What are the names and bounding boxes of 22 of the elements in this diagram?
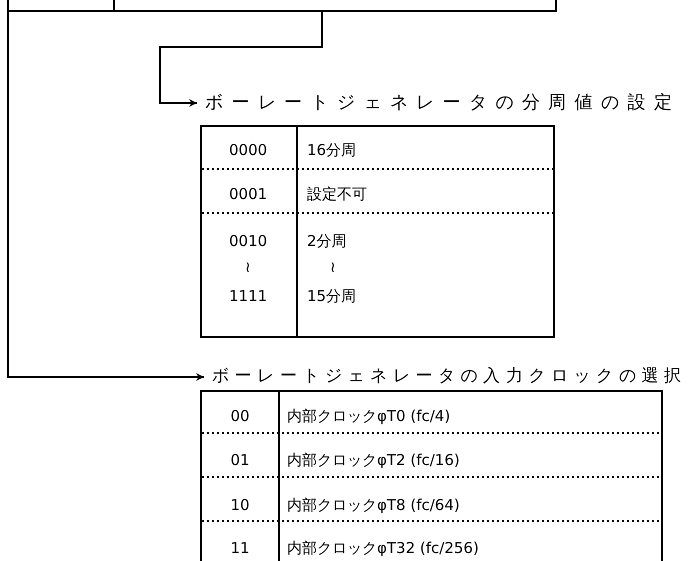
table-cell-text: 0000 [229, 140, 268, 160]
table-cell-text: 11 [230, 538, 250, 558]
table-cell-text: 設定不可 [307, 184, 367, 204]
table-cell-text: 01 [230, 450, 250, 470]
table-cell-text: 10 [230, 495, 250, 515]
table-heading: ボーレートジェネレータの分周値の設定 [205, 92, 680, 114]
table-cell-text: 2分周 [307, 231, 347, 251]
table-cell-text: 0001 [229, 184, 268, 204]
table-heading: ボーレートジェネレータの入力クロックの選択 [212, 365, 687, 387]
table-cell-text: 内部クロックφT0 (fc/4) [287, 406, 450, 426]
table-cell-text: 00 [230, 406, 250, 426]
table-cell-text: 内部クロックφT2 (fc/16) [287, 450, 460, 470]
table-cell-text: 16分周 [307, 140, 356, 160]
arrow [7, 12, 204, 381]
arrow [159, 12, 323, 107]
table-cell-text: 1111 [229, 286, 268, 306]
table-cell-text: 0010 [229, 231, 268, 251]
table-cell-text: ≀ [330, 257, 336, 277]
table-cell-text: 15分周 [307, 286, 356, 306]
table-cell-text: ≀ [245, 257, 251, 277]
table-cell-text: 内部クロックφT32 (fc/256) [287, 538, 479, 558]
table-cell-text: 内部クロックφT8 (fc/64) [287, 495, 460, 515]
